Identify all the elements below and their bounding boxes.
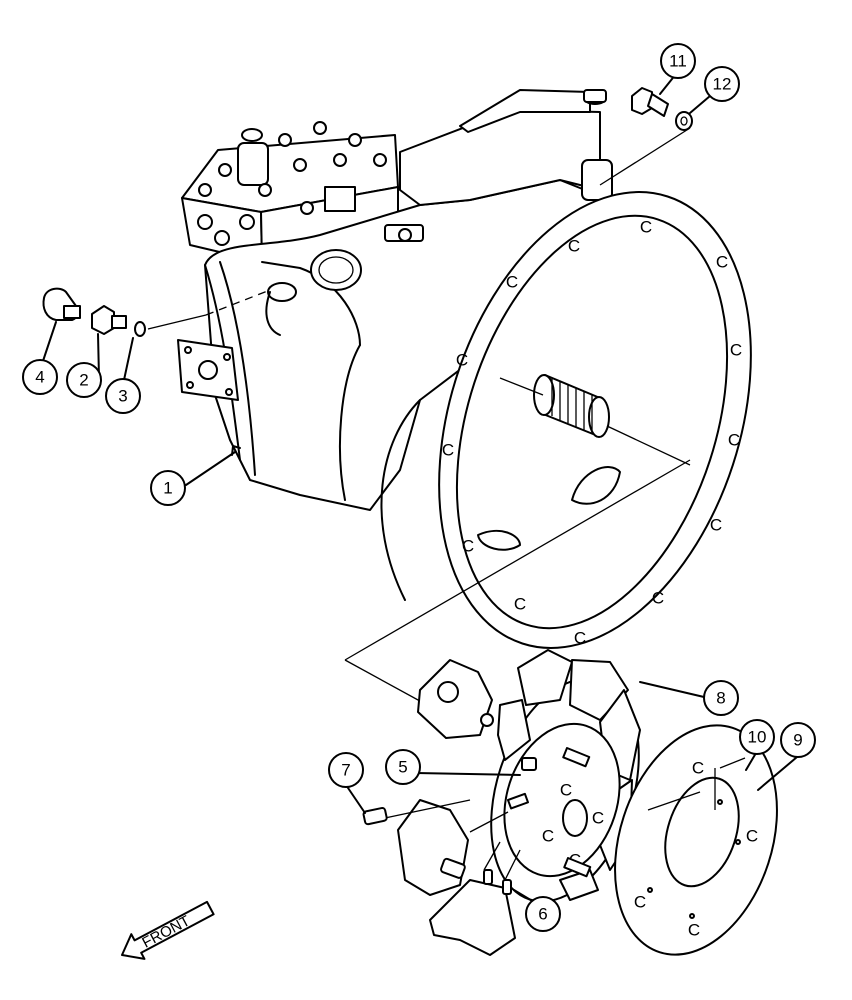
callout-4: 4	[22, 359, 58, 395]
svg-text:C: C	[442, 441, 454, 460]
housing-edge	[261, 261, 361, 346]
housing-edge	[265, 291, 281, 336]
port	[300, 201, 314, 215]
callout-3-label: 3	[118, 387, 127, 406]
svg-text:C: C	[710, 516, 722, 535]
pump-assembly: C C C C C C C C C C C C C	[177, 89, 752, 649]
callout-11: 11	[660, 43, 696, 79]
housing-neck	[380, 399, 421, 601]
callout-2: 2	[66, 362, 102, 398]
svg-text:C: C	[728, 431, 740, 450]
svg-text:C: C	[730, 341, 742, 360]
svg-text:C: C	[514, 595, 526, 614]
leader-lines	[41, 73, 798, 903]
callout-5-label: 5	[398, 758, 407, 777]
coupling-assembly: C C C C C C C	[344, 459, 778, 956]
svg-text:C: C	[574, 629, 586, 648]
clamp-hole	[437, 681, 459, 703]
svg-text:C: C	[560, 781, 572, 800]
rear-housing-top	[459, 89, 591, 133]
boss	[310, 249, 362, 291]
svg-text:C: C	[692, 759, 704, 778]
svg-text:C: C	[716, 253, 728, 272]
svg-text:C: C	[456, 351, 468, 370]
pump-housing	[204, 179, 601, 511]
callout-9-label: 9	[793, 731, 802, 750]
svg-text:C: C	[506, 273, 518, 292]
clamp-bolt	[480, 713, 494, 727]
valve-cap	[241, 128, 263, 142]
clamp-block	[397, 799, 469, 896]
clamp-stud	[440, 857, 466, 879]
set-screw	[362, 806, 388, 826]
adapter-hex	[91, 305, 115, 335]
hub-spline	[562, 799, 588, 837]
callout-8: 8	[703, 680, 739, 716]
pad-port	[198, 360, 218, 380]
svg-text:C: C	[568, 237, 580, 256]
fitting	[583, 89, 607, 103]
bolt-shank	[647, 93, 669, 117]
roll-pin	[483, 869, 493, 885]
callout-6: 6	[525, 896, 561, 932]
svg-text:C: C	[688, 921, 700, 940]
front-arrow: FRONT	[121, 900, 215, 960]
svg-text:C: C	[634, 893, 646, 912]
svg-text:C: C	[652, 589, 664, 608]
callout-1-label: 1	[163, 479, 172, 498]
shaft-end	[588, 396, 610, 438]
callout-10: 10	[739, 719, 775, 755]
housing-edge	[219, 261, 256, 476]
callout-7: 7	[328, 752, 364, 788]
insert-block	[429, 879, 516, 956]
roll-pin	[502, 879, 512, 895]
bolt-and-washer	[599, 87, 693, 186]
svg-text:C: C	[542, 827, 554, 846]
svg-text:C: C	[746, 827, 758, 846]
port	[239, 214, 255, 230]
callout-10-label: 10	[748, 728, 767, 747]
svg-text:C: C	[640, 218, 652, 237]
window-slot	[571, 466, 621, 505]
port	[214, 230, 230, 246]
elbow-nut	[63, 305, 81, 319]
connector	[324, 186, 356, 212]
callout-4-label: 4	[35, 368, 44, 387]
set-screw	[521, 757, 537, 771]
block-bolts	[198, 121, 387, 197]
callout-11-label: 11	[669, 52, 687, 71]
svg-text:C: C	[462, 537, 474, 556]
callout-8-label: 8	[716, 689, 725, 708]
callout-9: 9	[780, 722, 816, 758]
front-arrow-icon	[121, 900, 215, 960]
shaft-root	[533, 374, 555, 416]
front-arrow-label: FRONT	[139, 912, 193, 951]
plug	[267, 282, 297, 302]
window-slot	[477, 529, 521, 551]
callout-2-label: 2	[79, 371, 88, 390]
port	[197, 214, 213, 230]
housing-neck	[339, 344, 361, 501]
washer	[675, 111, 693, 131]
callout-7-label: 7	[341, 761, 350, 780]
valve-stem	[237, 142, 269, 186]
callout-3: 3	[105, 378, 141, 414]
adapter-thread	[111, 315, 127, 329]
svg-text:C: C	[592, 809, 604, 828]
callout-6-label: 6	[538, 905, 547, 924]
callout-1: 1	[150, 470, 186, 506]
callout-5: 5	[385, 749, 421, 785]
flange-holes: C C C C C C C C C C C C C	[442, 218, 742, 648]
callout-12-label: 12	[713, 75, 732, 94]
boss	[398, 228, 412, 242]
o-ring	[134, 321, 146, 337]
fitting-parts	[42, 287, 271, 337]
callout-12: 12	[704, 66, 740, 102]
